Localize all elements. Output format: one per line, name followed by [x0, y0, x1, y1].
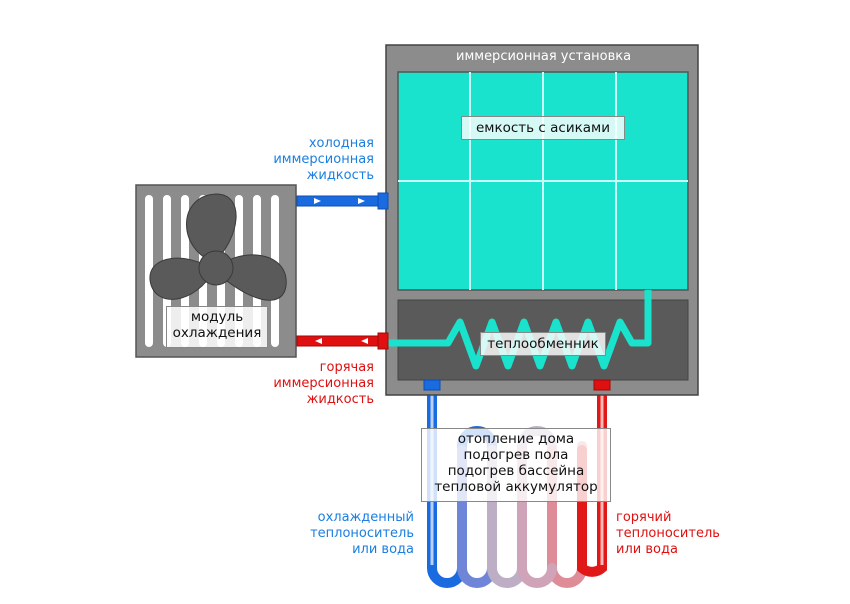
hot-carrier-line2: теплоноситель	[616, 526, 720, 541]
tank-label: емкость с асиками	[461, 116, 625, 140]
consumer-house-heating: отопление дома	[457, 431, 575, 447]
cooled-carrier-line1: охлажденный	[317, 510, 414, 525]
hot-fluid-pipe	[296, 332, 389, 350]
cold-fluid-label: холодная иммерсионная жидкость	[273, 136, 374, 184]
cooling-module-label: модуль охлаждения	[166, 306, 268, 348]
hot-fluid-line2: иммерсионная	[273, 376, 374, 391]
cooled-carrier-label: охлажденный теплоноситель или вода	[310, 510, 414, 558]
asic-grid	[398, 72, 688, 290]
cooling-module-line2: охлаждения	[172, 325, 262, 341]
cold-fluid-line2: иммерсионная	[273, 152, 374, 167]
heating-loop-5	[517, 445, 557, 588]
cooled-carrier-line3: или вода	[352, 542, 414, 557]
hot-carrier-line1: горячий	[616, 510, 672, 525]
hot-carrier-connector	[593, 379, 611, 391]
fan-icon	[149, 193, 287, 301]
cooling-module-line1: модуль	[190, 309, 244, 325]
hot-fluid-label: горячая иммерсионная жидкость	[273, 360, 374, 408]
consumers-label: отопление дома подогрев пола подогрев ба…	[421, 428, 611, 502]
cold-carrier-connector	[423, 379, 441, 391]
cold-fluid-line3: жидкость	[306, 168, 374, 183]
hot-fluid-line3: жидкость	[306, 392, 374, 407]
installation-title: иммерсионная установка	[456, 49, 632, 64]
heat-exchanger-label: теплообменник	[480, 332, 606, 356]
heating-loop-6	[577, 385, 607, 577]
hot-carrier-line3: или вода	[616, 542, 678, 557]
cold-fluid-pipe	[296, 192, 389, 210]
cold-fluid-line1: холодная	[308, 136, 374, 151]
consumer-pool-heating: подогрев бассейна	[447, 463, 585, 479]
consumer-floor-heating: подогрев пола	[463, 447, 569, 463]
consumer-heat-accumulator: тепловой аккумулятор	[434, 479, 598, 495]
cooled-carrier-line2: теплоноситель	[310, 526, 414, 541]
hot-carrier-label: горячий теплоноситель или вода	[616, 510, 720, 558]
hot-fluid-line1: горячая	[319, 360, 374, 375]
